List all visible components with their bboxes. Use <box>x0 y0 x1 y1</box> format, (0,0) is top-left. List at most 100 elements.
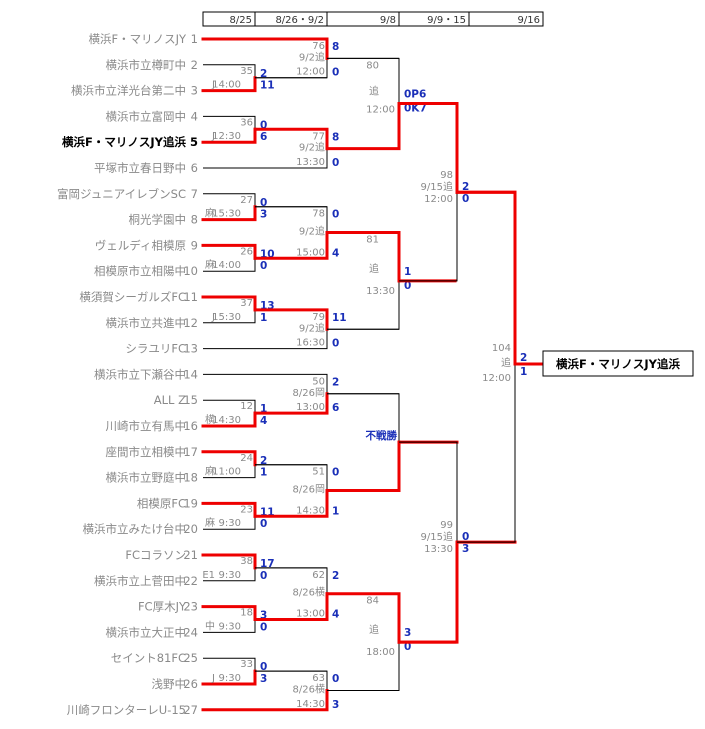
match-score: 2 <box>462 181 469 193</box>
match-score: 0 <box>462 531 469 543</box>
winner-path <box>201 450 257 467</box>
team-seed: 19 <box>183 496 198 510</box>
team-name: 横浜F・マリノスJY追浜 <box>62 135 186 149</box>
team-name: 川崎市立有馬中 <box>106 419 187 433</box>
team-name: 相模原市立相陽中 <box>94 264 186 278</box>
match-info: 9/2追 <box>299 225 325 238</box>
match-info: 13:30 <box>296 157 325 168</box>
round-date: 9/16 <box>518 15 540 26</box>
team-seed: 20 <box>183 522 198 536</box>
match-score: 0 <box>332 157 339 169</box>
match-info: 78 <box>312 209 325 220</box>
match-info: 81 <box>366 235 379 246</box>
team-seed: 23 <box>183 600 198 614</box>
winner-path <box>397 102 459 194</box>
team-seed: 4 <box>191 109 198 123</box>
winner-path <box>201 243 257 260</box>
winner-path <box>201 605 257 621</box>
team-seed: 10 <box>183 264 198 278</box>
team-seed: 3 <box>191 84 198 98</box>
team-name: 浅野中 <box>152 677 187 691</box>
winner-path <box>253 392 329 415</box>
match-score: 2 <box>520 352 527 364</box>
match-info: 33 <box>240 659 253 670</box>
team-name: 横浜市立下瀬谷中 <box>94 367 186 381</box>
match-info: 13:00 <box>296 402 325 413</box>
match-score: 11 <box>332 312 347 324</box>
team-name: 横浜F・マリノスJY <box>88 32 187 46</box>
team-name: 富岡ジュニアイレブンSC <box>57 187 186 201</box>
team-name: 横浜市立みたけ台中 <box>83 522 187 536</box>
match-score: 2 <box>332 376 339 388</box>
match-score: 0 <box>260 661 267 673</box>
team-name: 平塚市立春日野中 <box>94 161 186 175</box>
match-info: 13:30 <box>366 286 395 297</box>
winner-path <box>201 127 257 144</box>
match-info: 12:00 <box>296 67 325 78</box>
match-score: 0 <box>332 209 339 221</box>
match-score: 0 <box>332 673 339 685</box>
team-name: 横浜市立共進中 <box>106 316 187 330</box>
match-info: 11:00 <box>212 467 241 478</box>
match-score: 不戦勝 <box>366 429 398 442</box>
match-info: 84 <box>366 596 379 607</box>
match-info: 麻 <box>205 516 215 529</box>
team-seed: 15 <box>183 393 198 407</box>
team-name: FC厚木JY <box>138 600 187 614</box>
match-score: 0 <box>260 119 267 131</box>
match-score: 0 <box>260 570 267 582</box>
team-seed: 14 <box>183 367 198 381</box>
team-name: セイント81FC <box>111 651 186 665</box>
match-score: 0 <box>260 197 267 209</box>
match-info: 麻 <box>205 465 215 478</box>
round-header <box>202 11 544 27</box>
winner-path <box>397 540 459 644</box>
match-info: 24 <box>240 453 253 464</box>
match-score: 3 <box>260 673 267 685</box>
round-date: 9/9・15 <box>427 15 466 26</box>
match-info: 12 <box>240 401 253 412</box>
match-info: 8/26横 <box>293 586 325 599</box>
match-info: J <box>211 131 215 142</box>
team-seed: 12 <box>183 316 198 330</box>
match-info: 18 <box>240 608 253 619</box>
champion-name: 横浜F・マリノスJY追浜 <box>556 357 680 371</box>
team-name: 横須賀シーガルズFC <box>79 290 186 304</box>
team-name: 横浜市立洋光台第二中 <box>71 84 186 98</box>
match-score: 11 <box>260 80 275 92</box>
match-info: 63 <box>312 673 325 684</box>
match-score: 3 <box>332 699 339 711</box>
winner-path <box>201 411 257 428</box>
winner-path <box>201 37 329 60</box>
team-name: 座間市立相模中 <box>106 445 187 459</box>
team-seed: 13 <box>183 342 198 356</box>
match-score: 2 <box>260 68 267 80</box>
match-info: 9:30 <box>219 673 241 684</box>
match-info: 35 <box>240 66 253 77</box>
match-info: 9/2追 <box>299 141 325 154</box>
winner-path <box>201 295 257 312</box>
winner-path <box>201 553 257 570</box>
match-info: 23 <box>240 504 253 515</box>
match-score: 8 <box>332 41 339 53</box>
match-score: 3 <box>260 610 267 622</box>
match-score: 1 <box>520 366 527 378</box>
match-info: 36 <box>240 117 253 128</box>
match-info: 15:30 <box>212 312 241 323</box>
match-info: 14:30 <box>212 415 241 426</box>
match-score: 1 <box>332 505 339 517</box>
team-seed: 2 <box>191 58 198 72</box>
match-info: 14:00 <box>212 80 241 91</box>
winner-path <box>201 501 257 518</box>
match-info: 38 <box>240 556 253 567</box>
team-name: シラユリFC <box>125 342 186 356</box>
match-info: 9/15追 <box>421 530 453 543</box>
match-score: 1 <box>260 467 267 479</box>
match-score: 4 <box>260 415 267 427</box>
match-info: 12:30 <box>212 131 241 142</box>
winner-path <box>201 76 257 93</box>
team-seed: 24 <box>183 625 198 639</box>
match-score: 0 <box>332 467 339 479</box>
match-score: 0 <box>404 280 411 292</box>
